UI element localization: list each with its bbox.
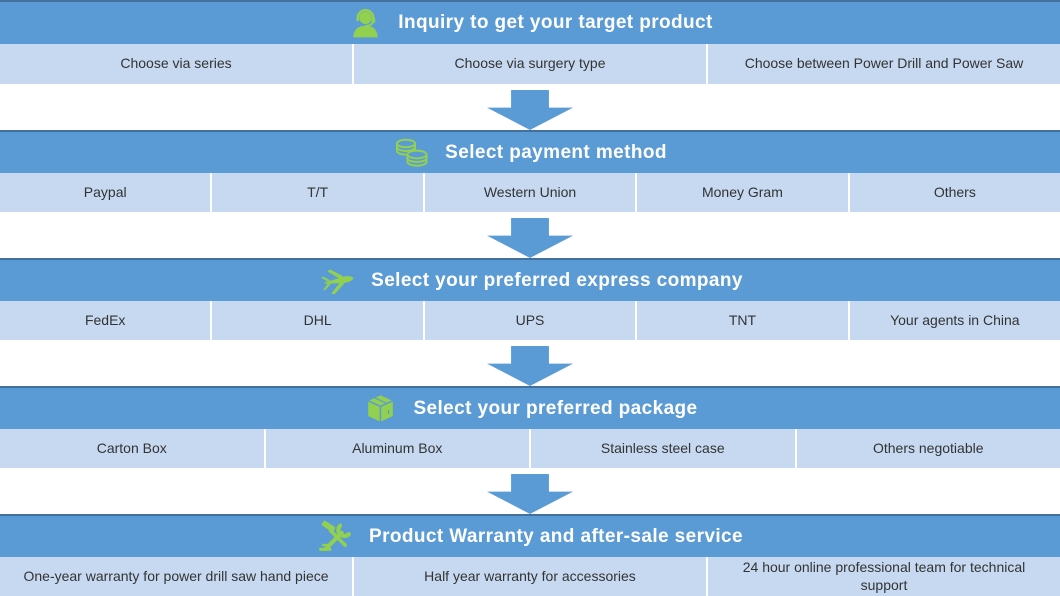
option-cell: Choose via surgery type — [354, 44, 708, 84]
option-cell: Paypal — [0, 173, 213, 212]
down-arrow-icon — [487, 346, 573, 386]
option-cell: DHL — [212, 301, 425, 340]
option-row: One-year warranty for power drill saw ha… — [0, 557, 1060, 596]
step-header: Select payment method — [0, 130, 1060, 173]
step-header: Product Warranty and after-sale service — [0, 514, 1060, 557]
step-section-express: Select your preferred express company Fe… — [0, 258, 1060, 340]
step-section-warranty: Product Warranty and after-sale service … — [0, 514, 1060, 596]
package-box-icon — [367, 393, 395, 423]
step-header: Inquiry to get your target product — [0, 0, 1060, 44]
option-cell: Choose via series — [0, 44, 354, 84]
down-arrow-icon — [487, 474, 573, 514]
step-header: Select your preferred package — [0, 386, 1060, 429]
option-cell: Others — [849, 173, 1060, 212]
airplane-icon — [320, 268, 354, 294]
step-title: Select payment method — [445, 141, 667, 163]
flow-connector — [0, 84, 1060, 130]
step-title: Inquiry to get your target product — [398, 12, 713, 33]
option-cell: One-year warranty for power drill saw ha… — [0, 557, 354, 596]
step-title: Select your preferred package — [413, 397, 698, 419]
step-section-package: Select your preferred package Carton Box… — [0, 386, 1060, 468]
flow-connector — [0, 340, 1060, 386]
option-cell: Stainless steel case — [531, 429, 797, 468]
option-cell: Carton Box — [0, 429, 266, 468]
step-header: Select your preferred express company — [0, 258, 1060, 301]
flow-connector — [0, 468, 1060, 514]
step-section-inquiry: Inquiry to get your target product Choos… — [0, 0, 1060, 84]
option-row: Carton Box Aluminum Box Stainless steel … — [0, 429, 1060, 468]
option-cell: Your agents in China — [849, 301, 1060, 340]
option-cell: 24 hour online professional team for tec… — [708, 557, 1060, 596]
coins-icon — [396, 138, 428, 167]
option-row: Choose via series Choose via surgery typ… — [0, 44, 1060, 84]
step-title: Select your preferred express company — [371, 269, 743, 291]
down-arrow-icon — [487, 218, 573, 258]
flow-connector — [0, 212, 1060, 258]
option-cell: Money Gram — [637, 173, 850, 212]
option-row: Paypal T/T Western Union Money Gram Othe… — [0, 173, 1060, 212]
step-section-payment: Select payment method Paypal T/T Western… — [0, 130, 1060, 212]
option-cell: Aluminum Box — [265, 429, 531, 468]
repair-tools-icon — [319, 520, 351, 551]
option-cell: Western Union — [424, 173, 638, 212]
option-cell: Choose between Power Drill and Power Saw — [708, 44, 1060, 84]
step-title: Product Warranty and after-sale service — [369, 525, 743, 547]
option-cell: Half year warranty for accessories — [354, 557, 708, 596]
down-arrow-icon — [487, 90, 573, 130]
option-cell: FedEx — [0, 301, 213, 340]
option-row: FedEx DHL UPS TNT Your agents in China — [0, 301, 1060, 340]
option-cell: Others negotiable — [796, 429, 1060, 468]
option-cell: T/T — [212, 173, 425, 212]
option-cell: TNT — [637, 301, 850, 340]
option-cell: UPS — [424, 301, 638, 340]
support-agent-icon — [353, 8, 378, 37]
